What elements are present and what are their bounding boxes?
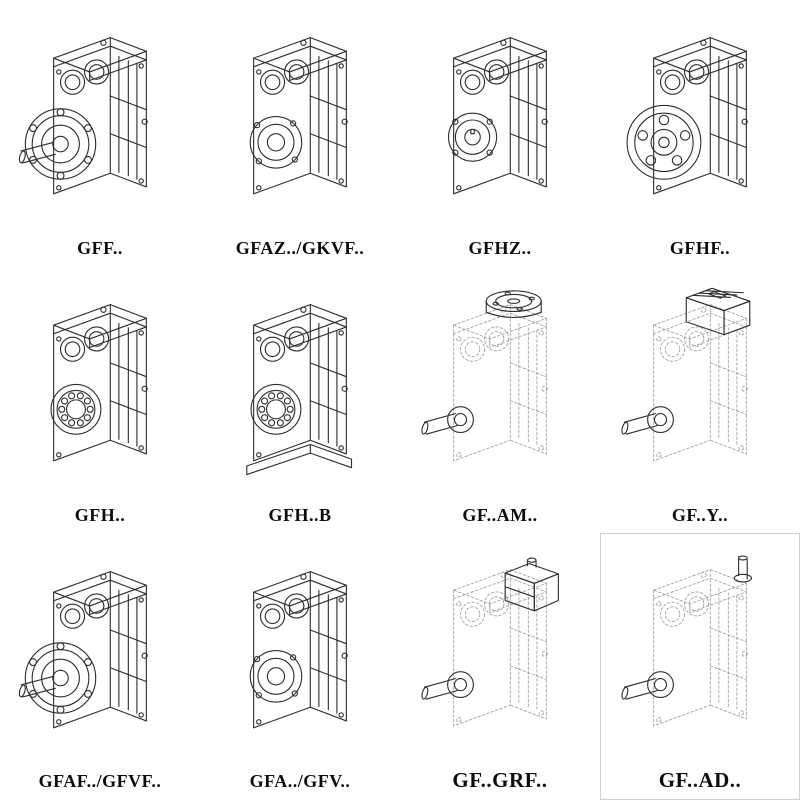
- product-cell-am: GF..AM..: [400, 267, 600, 534]
- product-cell-ad: GF..AD..: [600, 533, 800, 800]
- product-label: GFAZ../GKVF..: [235, 237, 365, 258]
- product-label: GFH..: [74, 504, 126, 525]
- product-label: GF..AD..: [658, 767, 742, 792]
- product-label: GFF..: [77, 237, 123, 258]
- product-cell-gfh: GFH..: [0, 267, 200, 534]
- gearbox-drawing-gfaf: [11, 537, 189, 770]
- product-label: GFH..B: [268, 504, 332, 525]
- product-cell-gfhf: GFHF..: [600, 0, 800, 267]
- product-cell-grf: GF..GRF..: [400, 533, 600, 800]
- gearbox-drawing-gfhb: [211, 271, 389, 504]
- gearbox-drawing-gfh: [11, 271, 189, 504]
- gearbox-drawing-y: [611, 271, 789, 504]
- gearbox-drawing-grf: [411, 537, 589, 767]
- product-label: GF..AM..: [462, 504, 538, 525]
- product-cell-y: GF..Y..: [600, 267, 800, 534]
- product-cell-gfa: GFA../GFV..: [200, 533, 400, 800]
- product-label: GFHZ..: [468, 237, 532, 258]
- gearbox-drawing-gff: [11, 4, 189, 237]
- product-cell-gfaf: GFAF../GFVF..: [0, 533, 200, 800]
- product-label: GFAF../GFVF..: [38, 771, 162, 792]
- product-label: GF..GRF..: [452, 767, 548, 792]
- product-cell-gff: GFF..: [0, 0, 200, 267]
- gearbox-drawing-gfhz: [411, 4, 589, 237]
- product-cell-gfhb: GFH..B: [200, 267, 400, 534]
- gearbox-drawing-gfhf: [611, 4, 789, 237]
- gearbox-drawing-am: [411, 271, 589, 504]
- gearbox-drawing-ad: [611, 537, 789, 767]
- gearbox-drawing-gfaz: [211, 4, 389, 237]
- gearbox-drawing-gfa: [211, 537, 389, 770]
- product-cell-gfaz: GFAZ../GKVF..: [200, 0, 400, 267]
- product-label: GFHF..: [669, 237, 731, 258]
- product-label: GFA../GFV..: [249, 771, 351, 792]
- product-label: GF..Y..: [671, 504, 729, 525]
- product-cell-gfhz: GFHZ..: [400, 0, 600, 267]
